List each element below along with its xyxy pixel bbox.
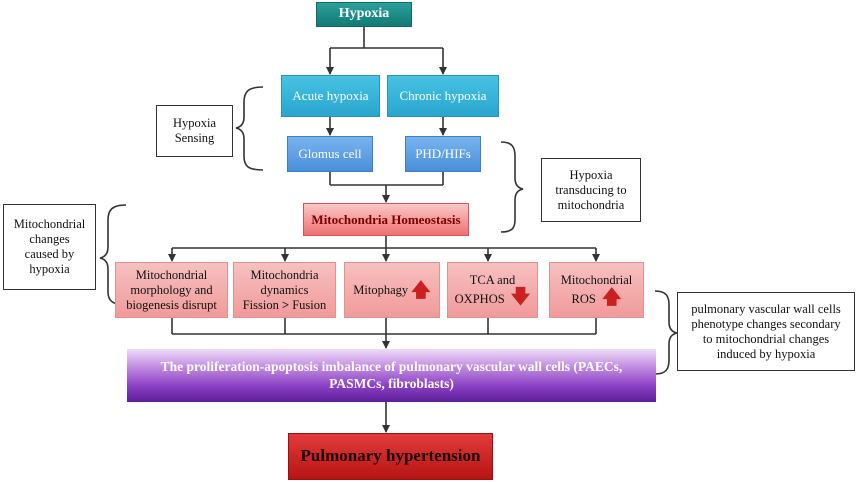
node-mitophagy: Mitophagy 🡅	[344, 262, 440, 318]
note-transducing-line-3: mitochondria	[557, 197, 625, 212]
arrow-up-icon: 🡅	[601, 287, 622, 308]
note-hypoxia-sensing: Hypoxia Sensing	[156, 105, 233, 157]
node-morphology-line-2: morphology and	[130, 282, 213, 297]
node-chronic-hypoxia: Chronic hypoxia	[387, 75, 499, 117]
note-phenotype-line-2: phenotype changes secondary	[691, 316, 841, 331]
node-ros-line-2-text: ROS	[571, 292, 596, 306]
note-transducing-line-2: transducing to	[555, 182, 627, 197]
node-hypoxia-label: Hypoxia	[338, 6, 390, 22]
node-mitochondria-homeostasis-label: Mitochondria Homeostasis	[311, 211, 461, 227]
note-phenotype-line-3: to mitochondrial changes	[702, 331, 830, 346]
note-transducing-line-1: Hypoxia	[569, 167, 613, 182]
node-mitochondria-homeostasis: Mitochondria Homeostasis	[303, 203, 469, 236]
node-phd-hifs: PHD/HIFs	[405, 136, 481, 172]
node-pulmonary-hypertension: Pulmonary hypertension	[288, 433, 493, 480]
node-pulmonary-hypertension-label: Pulmonary hypertension	[300, 446, 481, 466]
node-mitophagy-label: Mitophagy	[353, 282, 409, 297]
node-morphology-line-3: biogenesis disrupt	[126, 297, 217, 312]
note-mito-changes-line-4: hypoxia	[29, 262, 70, 276]
note-phenotype-changes: pulmonary vascular wall cells phenotype …	[677, 292, 855, 371]
node-morphology-biogenesis: Mitochondrial morphology and biogenesis …	[115, 262, 228, 318]
node-glomus-cell: Glomus cell	[287, 136, 373, 172]
node-tca-line-2-text: OXPHOS	[454, 292, 505, 306]
dynamics-fission: Fission	[242, 297, 279, 312]
node-hypoxia: Hypoxia	[316, 2, 412, 27]
note-mito-changes-line-2: changes	[29, 232, 70, 246]
node-morphology-line-1: Mitochondrial	[135, 267, 208, 282]
node-chronic-hypoxia-label: Chronic hypoxia	[399, 88, 487, 104]
note-phenotype-line-4: induced by hypoxia	[716, 346, 816, 361]
node-mito-dynamics: Mitochondria dynamics Fission > Fusion	[233, 262, 336, 318]
note-phenotype-line-1: pulmonary vascular wall cells	[691, 301, 841, 316]
note-hypoxia-sensing-line-1: Hypoxia	[172, 116, 217, 130]
dynamics-greater-than: >	[281, 297, 290, 312]
node-imbalance-line-1: The proliferation-apoptosis imbalance of…	[160, 359, 623, 375]
node-phd-hifs-label: PHD/HIFs	[415, 146, 471, 162]
note-hypoxia-sensing-line-2: Sensing	[174, 131, 215, 145]
brace-mito-changes	[99, 204, 127, 306]
node-tca-line-2: OXPHOS 🡇	[455, 288, 531, 307]
node-ros-line-2: ROS 🡅	[561, 288, 633, 307]
node-glomus-cell-label: Glomus cell	[298, 146, 362, 162]
node-acute-hypoxia: Acute hypoxia	[281, 75, 380, 117]
node-imbalance-line-2: PASMCs, fibroblasts)	[329, 375, 454, 391]
note-mito-changes: Mitochondrial changes caused by hypoxia	[3, 204, 96, 290]
node-dynamics-line-3: Fission > Fusion	[243, 298, 327, 313]
brace-phenotype-changes	[654, 290, 678, 375]
node-dynamics-line-2: dynamics	[260, 282, 309, 297]
note-hypoxia-transducing: Hypoxia transducing to mitochondria	[541, 158, 641, 222]
node-tca-oxphos: TCA and OXPHOS 🡇	[447, 262, 538, 318]
node-ros-line-1: Mitochondrial	[560, 273, 633, 287]
node-dynamics-line-1: Mitochondria	[250, 267, 319, 282]
arrow-down-icon: 🡇	[510, 287, 531, 308]
arrow-up-icon: 🡅	[411, 279, 431, 301]
node-tca-line-1: TCA and	[469, 273, 516, 287]
node-acute-hypoxia-label: Acute hypoxia	[292, 88, 369, 104]
brace-hypoxia-transducing	[500, 141, 524, 233]
dynamics-fusion: Fusion	[292, 297, 327, 312]
note-mito-changes-line-3: caused by	[24, 247, 75, 261]
node-proliferation-apoptosis-imbalance: The proliferation-apoptosis imbalance of…	[127, 349, 656, 402]
brace-hypoxia-sensing	[235, 86, 264, 171]
node-mito-ros: Mitochondrial ROS 🡅	[549, 262, 644, 318]
note-mito-changes-line-1: Mitochondrial	[13, 217, 86, 231]
